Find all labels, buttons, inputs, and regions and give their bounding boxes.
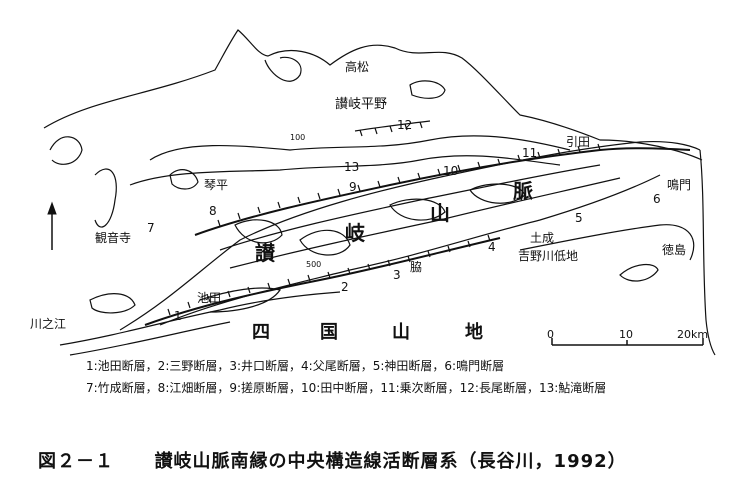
fault-number-9: 9	[349, 180, 357, 194]
tokushima-island	[619, 264, 659, 282]
fault-number-4: 4	[488, 240, 496, 254]
shikoku-char-3: 山	[392, 322, 410, 343]
fault-number-13: 13	[344, 160, 359, 174]
fault-number-12: 12	[397, 118, 412, 132]
place-kotohira: 琴平	[204, 178, 228, 192]
east-coast	[699, 149, 716, 356]
fault-number-10: 10	[443, 164, 458, 178]
scale-tick-0: 0	[547, 328, 554, 341]
fault-number-5: 5	[575, 211, 583, 225]
range-contour-4	[389, 198, 446, 221]
scale-tick-20km: 20km	[677, 328, 708, 341]
place-waki: 脇	[410, 260, 422, 274]
place-yoshinogawa-lowland: 吉野川低地	[518, 249, 578, 263]
contour-plain-6	[49, 136, 83, 165]
figure-number: 図２－１	[38, 451, 114, 472]
shikoku-char-1: 四	[252, 322, 270, 343]
north-arrow-icon	[47, 201, 57, 250]
fault-number-8: 8	[209, 204, 217, 218]
range-contour-6	[234, 219, 283, 244]
contour-label-500: 500	[306, 260, 321, 269]
scale-tick-10: 10	[619, 328, 633, 341]
shikoku-char-2: 国	[320, 322, 338, 343]
range-outline-south	[159, 174, 661, 326]
shikoku-char-4: 地	[465, 321, 483, 343]
fault-number-1: 1	[174, 309, 182, 323]
fault-number-3: 3	[393, 268, 401, 282]
shikoku-contour-2	[69, 321, 231, 356]
fault-hachures-north	[217, 143, 601, 227]
place-sanuki-plain: 讃岐平野	[335, 97, 387, 112]
place-takamatsu: 高松	[345, 59, 369, 74]
fault-hachures-south	[167, 234, 491, 316]
place-ikeda: 池田	[197, 291, 221, 305]
place-kanonji: 観音寺	[95, 230, 131, 245]
contour-label-100: 100	[290, 133, 305, 142]
place-donari: 土成	[530, 231, 554, 245]
scale-bar	[551, 338, 704, 346]
coastline	[43, 29, 703, 161]
yoshino-lowland-contour	[519, 224, 695, 261]
legend-line-2: 7:竹成断層，8:江畑断層，9:搓原断層，10:田中断層，11:乗次断層，12:…	[86, 381, 607, 395]
shikoku-contour-3	[199, 287, 281, 313]
fault-number-11: 11	[522, 146, 537, 160]
shikoku-contour-4	[89, 293, 136, 314]
place-naruto: 鳴門	[667, 178, 691, 192]
range-contour-2	[229, 177, 621, 269]
figure-title: 讃岐山脈南縁の中央構造線活断層系（長谷川，1992）	[154, 451, 627, 472]
fault-number-2: 2	[341, 280, 349, 294]
place-kawanoe: 川之江	[30, 317, 66, 331]
contour-plain-4	[409, 80, 446, 99]
fault-line-north	[194, 147, 691, 236]
fault-line-south	[144, 237, 501, 326]
range-contour-3	[299, 229, 351, 256]
contour-plain-2	[129, 155, 561, 186]
contour-plain-3	[264, 56, 302, 82]
fault-number-6: 6	[653, 192, 661, 206]
fault-12-hachures	[359, 121, 423, 137]
range-char-2: 岐	[345, 221, 365, 245]
range-char-4: 脈	[513, 179, 533, 203]
shikoku-contour-1	[59, 291, 341, 346]
place-tokushima: 徳島	[662, 242, 686, 257]
contour-plain-1	[149, 135, 571, 161]
contour-plain-7	[94, 168, 117, 228]
range-contour-5	[469, 183, 526, 204]
range-outline-north	[119, 140, 701, 331]
figure-caption: 図２－１ 讃岐山脈南縁の中央構造線活断層系（長谷川，1992）	[38, 447, 627, 473]
fault-number-7: 7	[147, 221, 155, 235]
range-char-3: 山	[430, 201, 450, 225]
range-char-1: 讃	[255, 241, 276, 265]
contour-plain-5	[169, 169, 199, 190]
fault-12-line	[354, 120, 431, 132]
range-contour-1	[219, 164, 601, 251]
legend-line-1: 1:池田断層，2:三野断層，3:井口断層，4:父尾断層，5:神田断層，6:鳴門断…	[86, 359, 505, 373]
place-hikida: 引田	[566, 135, 590, 149]
